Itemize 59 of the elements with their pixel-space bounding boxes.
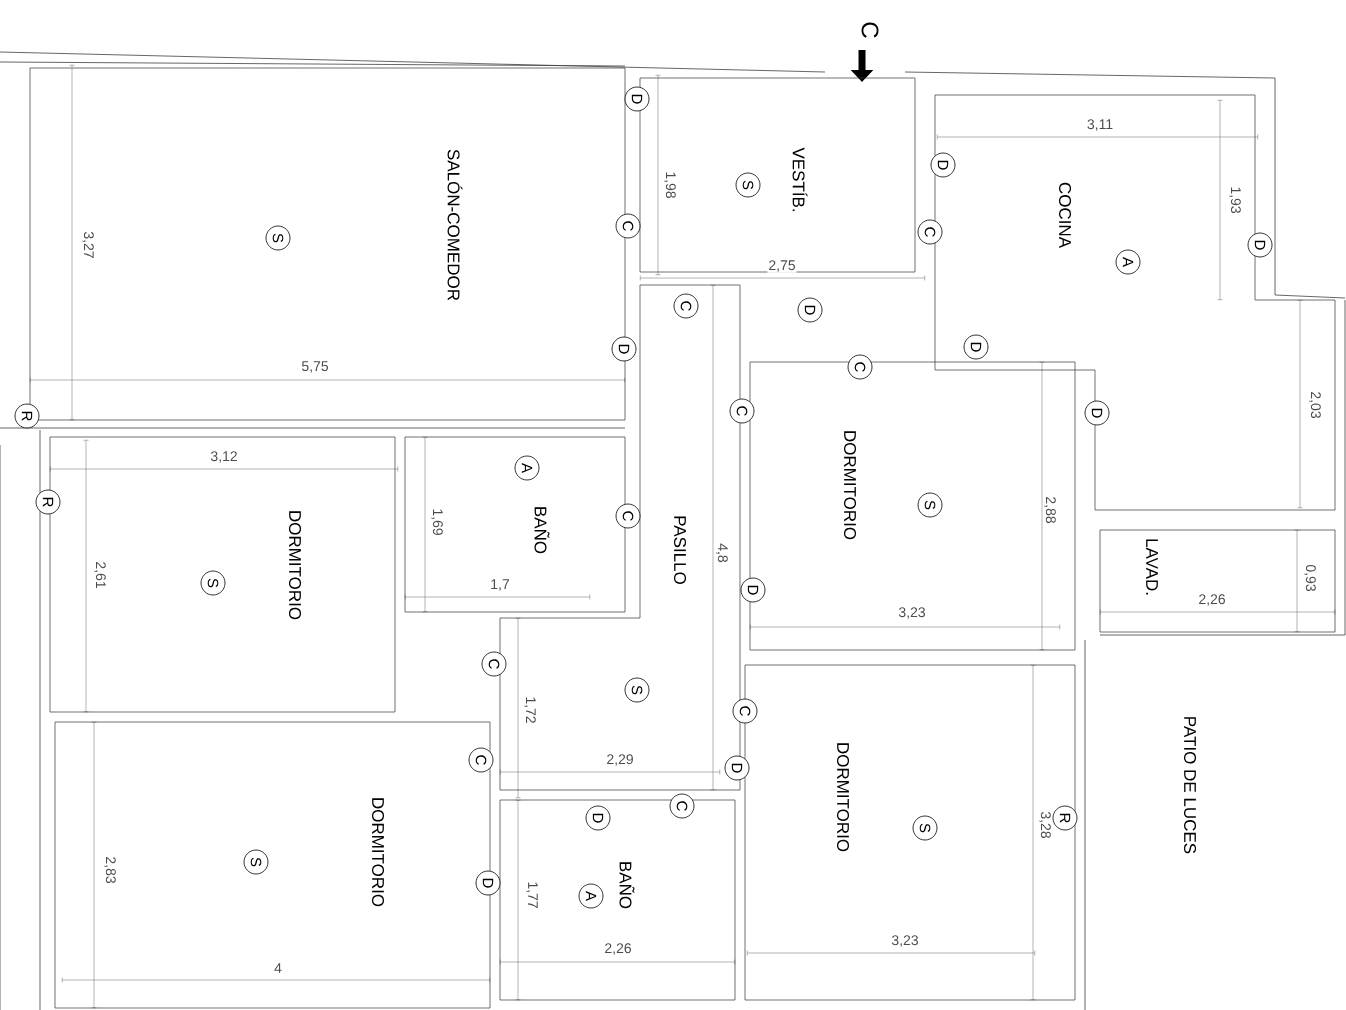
- circled-code: C: [669, 793, 695, 819]
- dimension-label: 3,27: [81, 230, 95, 260]
- dimension-label: 3,12: [209, 450, 239, 464]
- circled-code: C: [673, 293, 699, 319]
- circled-code: C: [729, 398, 755, 424]
- circled-code: C: [917, 219, 943, 245]
- dimension-label: 2,83: [103, 855, 117, 885]
- circled-code: D: [797, 297, 823, 323]
- circled-code: A: [1115, 249, 1141, 275]
- circled-code: S: [265, 225, 291, 251]
- dimension-label: 2,61: [93, 560, 107, 590]
- dimension-label: 3,11: [1085, 118, 1115, 132]
- dimension-label: 3,23: [897, 606, 927, 620]
- dimension-label: 2,26: [603, 942, 633, 956]
- circled-code: D: [724, 755, 750, 781]
- dimension-label: 2,03: [1308, 390, 1322, 420]
- dimension-label: 1,77: [525, 880, 539, 910]
- dimension-label: 5,75: [300, 360, 330, 374]
- dimension-label: 4: [273, 962, 283, 974]
- dimension-label: 2,75: [767, 259, 797, 273]
- circled-code: D: [740, 577, 766, 603]
- circled-code: D: [585, 805, 611, 831]
- dimension-label: 1,72: [523, 695, 537, 725]
- circled-code: D: [930, 152, 956, 178]
- area-label: PATIO DE LUCES: [1184, 717, 1197, 854]
- dimension-label: 1,93: [1228, 185, 1242, 215]
- circled-code: R: [14, 403, 40, 429]
- circled-code: D: [611, 336, 637, 362]
- circled-code: D: [963, 334, 989, 360]
- dimension-label: 3,28: [1038, 810, 1052, 840]
- dimension-label: 2,29: [605, 753, 635, 767]
- circled-code: D: [624, 86, 650, 112]
- dimension-label: 0,93: [1303, 563, 1317, 593]
- circled-code: A: [514, 455, 540, 481]
- entrance-label: C: [861, 22, 879, 38]
- circled-code: C: [615, 213, 641, 239]
- dimension-label: 2,26: [1197, 593, 1227, 607]
- circled-code: S: [200, 570, 226, 596]
- circled-code: C: [481, 651, 507, 677]
- circled-code: C: [615, 503, 641, 529]
- circled-code: S: [243, 849, 269, 875]
- circled-code: D: [1084, 400, 1110, 426]
- dimension-label: 3,23: [890, 934, 920, 948]
- circled-code: C: [847, 354, 873, 380]
- circled-code: S: [917, 492, 943, 518]
- dimension-label: 1,7: [489, 578, 511, 592]
- circled-code: D: [475, 870, 501, 896]
- circled-code: C: [732, 698, 758, 724]
- circled-code: R: [1052, 805, 1078, 831]
- circled-code: S: [912, 815, 938, 841]
- circled-code: A: [578, 883, 604, 909]
- circled-code: S: [624, 677, 650, 703]
- circled-code: C: [468, 747, 494, 773]
- dimension-label: 1,69: [430, 507, 444, 537]
- dimension-label: 1,98: [663, 170, 677, 200]
- circled-code: D: [1247, 232, 1273, 258]
- circled-code: R: [35, 489, 61, 515]
- dimension-label: 4,8: [715, 542, 729, 564]
- circled-code: S: [735, 172, 761, 198]
